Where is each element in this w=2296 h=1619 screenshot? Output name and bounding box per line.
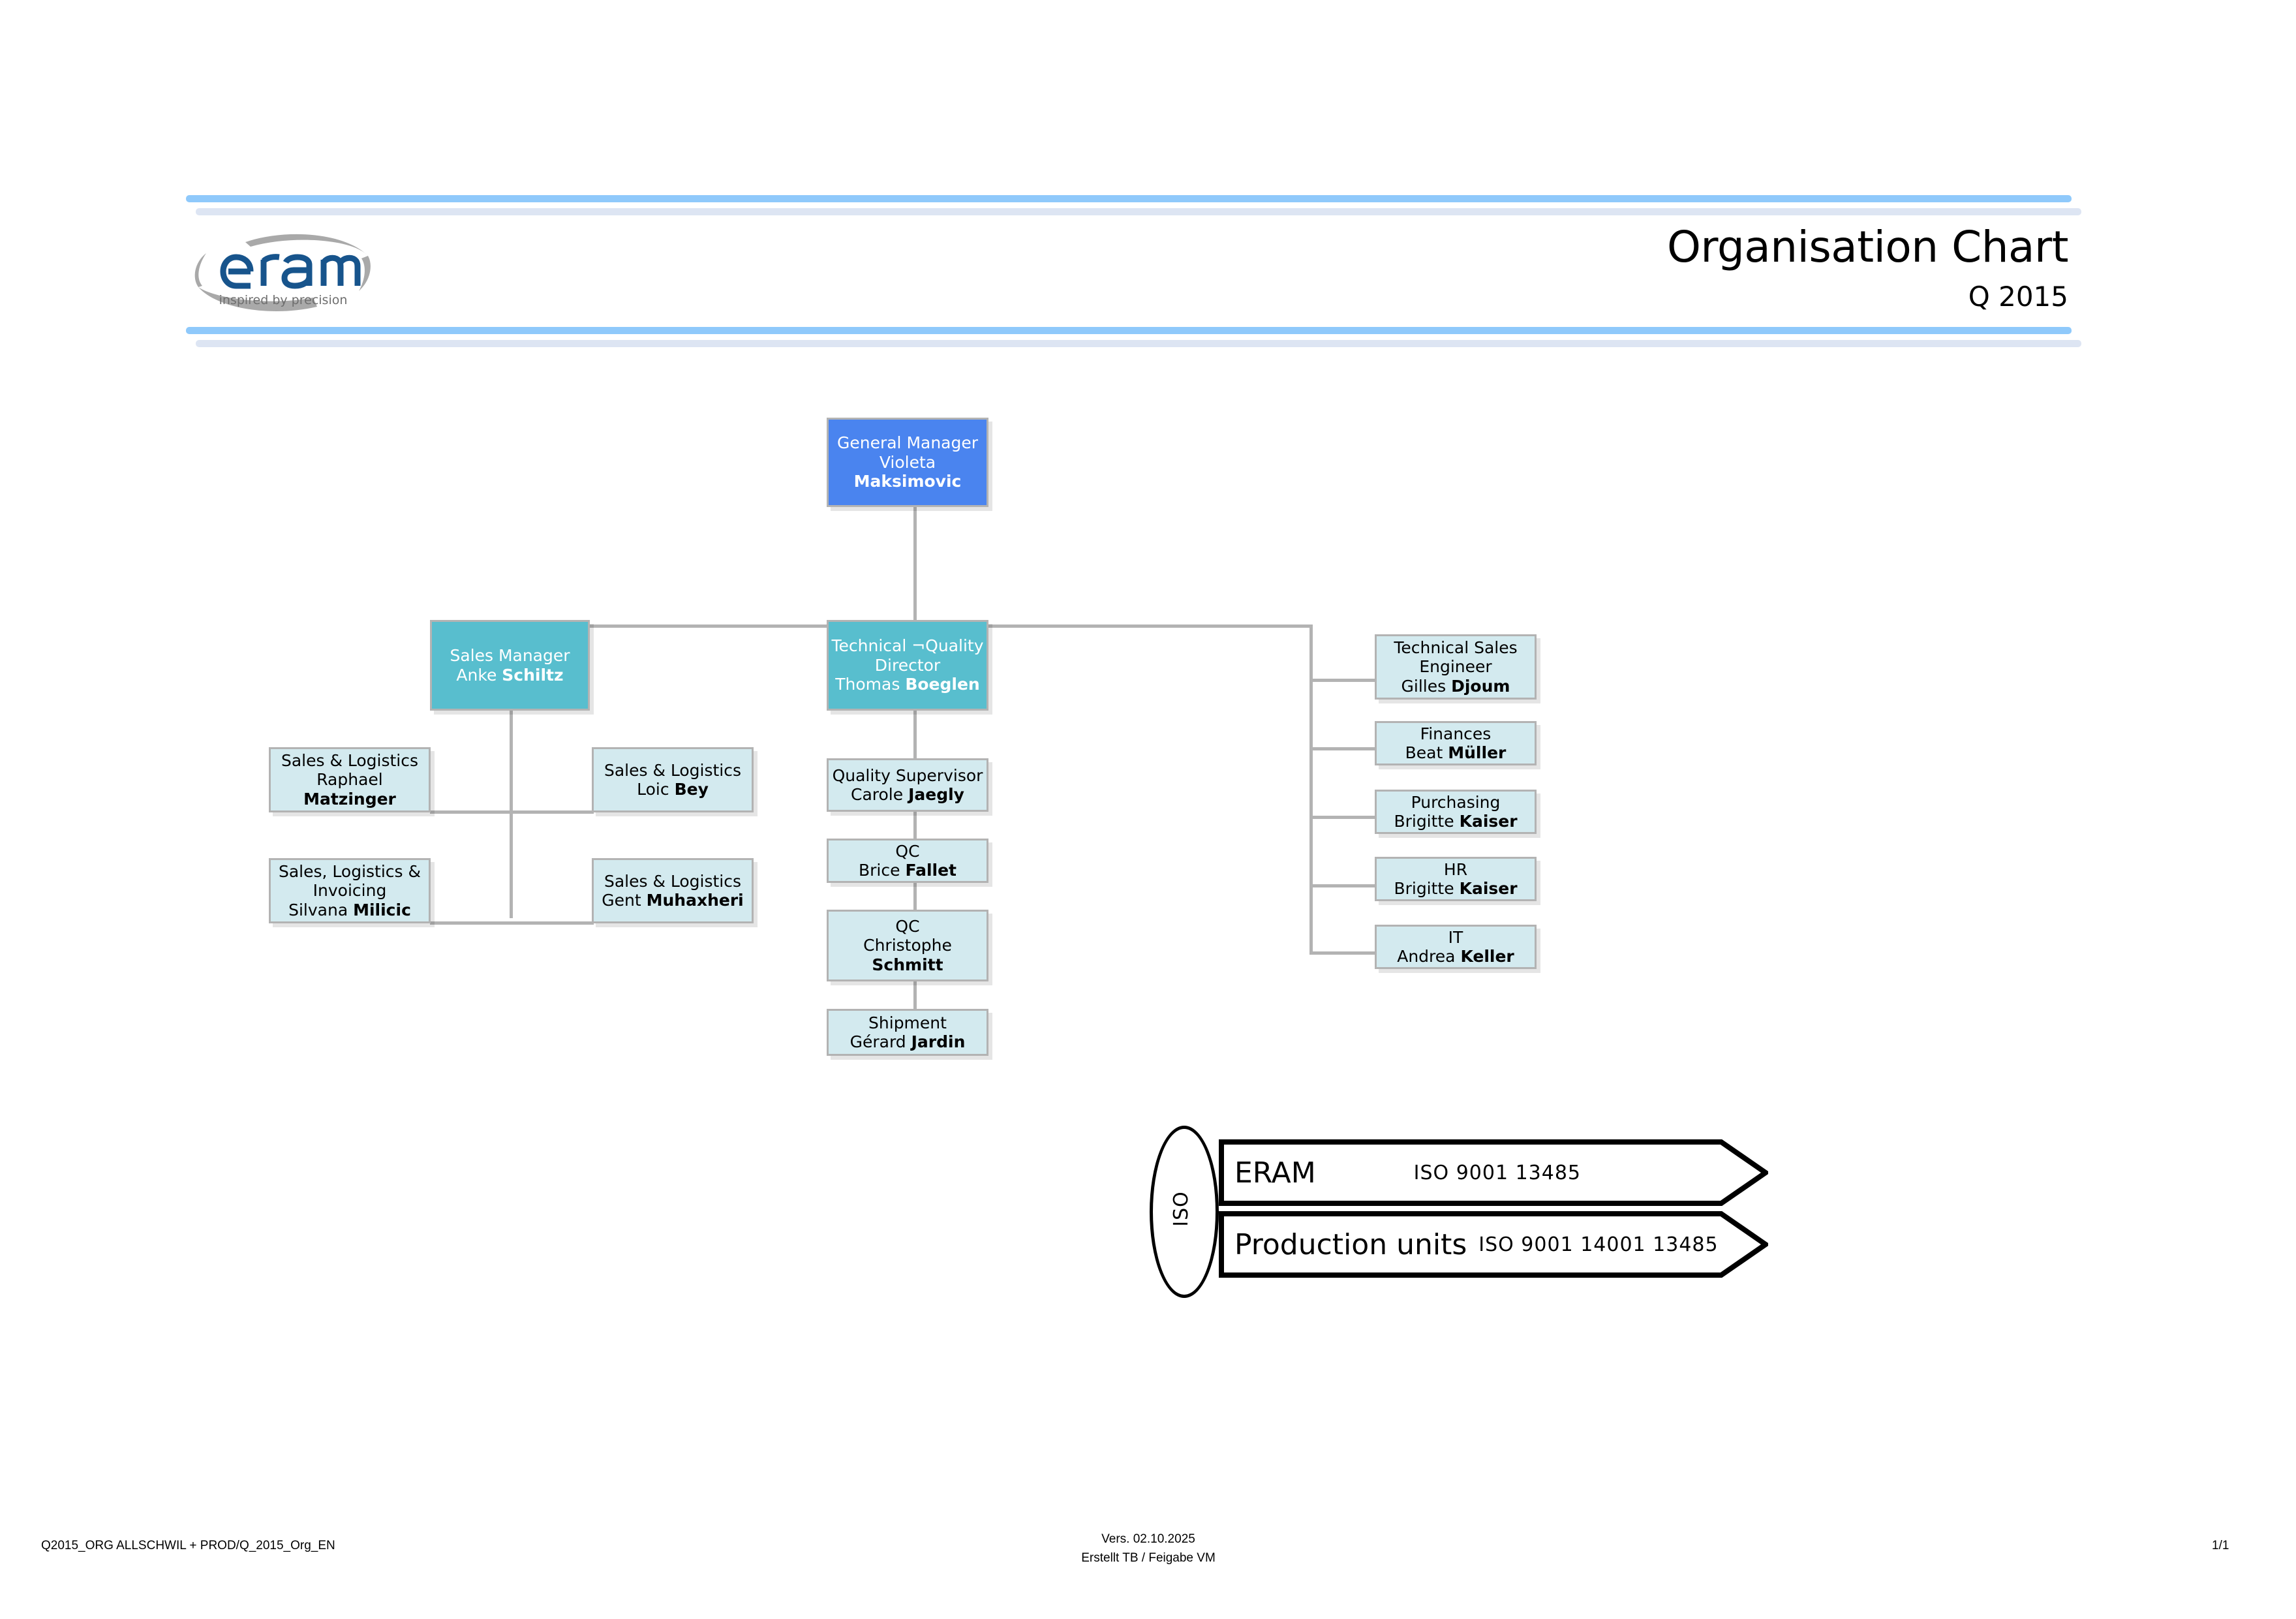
- node-role: Quality Supervisor: [832, 765, 983, 785]
- node-name: Brice Fallet: [859, 861, 957, 880]
- node-it[interactable]: IT Andrea Keller: [1375, 925, 1537, 969]
- node-role: Sales & Logistics: [281, 750, 419, 770]
- connector-gm-stem: [913, 507, 917, 626]
- node-name: Beat Müller: [1405, 743, 1507, 762]
- eram-logo: inspired by precision: [188, 227, 375, 313]
- node-name: Gent Muhaxheri: [602, 891, 744, 910]
- page-title: Organisation Chart: [1666, 222, 2069, 272]
- node-name: Gilles Djoum: [1401, 676, 1510, 696]
- node-technical-sales-engineer[interactable]: Technical Sales Engineer Gilles Djoum: [1375, 634, 1537, 700]
- connector-stub-purchasing: [1309, 816, 1375, 819]
- header-rule-pale-top: [196, 208, 2081, 215]
- node-role: HR: [1443, 859, 1468, 879]
- node-first-name: Violeta: [879, 452, 936, 472]
- footer-page-number: 1/1: [2212, 1539, 2229, 1552]
- node-role-line1: Sales, Logistics &: [278, 861, 421, 881]
- node-role: IT: [1448, 927, 1463, 947]
- node-name: Carole Jaegly: [851, 785, 964, 804]
- node-role: QC: [895, 841, 920, 861]
- iso-label: ISO: [1169, 1190, 1193, 1227]
- node-general-manager[interactable]: General Manager Violeta Maksimovic: [827, 418, 988, 507]
- connector-sales-row2: [430, 921, 594, 925]
- footer-document-id: Q2015_ORG ALLSCHWIL + PROD/Q_2015_Org_EN: [41, 1539, 335, 1552]
- connector-sales-row1: [430, 810, 594, 814]
- node-first-name: Raphael: [316, 770, 383, 790]
- node-role: Sales & Logistics: [604, 760, 742, 780]
- node-qc-schmitt[interactable]: QC Christophe Schmitt: [827, 910, 988, 981]
- iso-band-production-units[interactable]: Production units ISO 9001 14001 13485: [1219, 1211, 1768, 1278]
- node-sales-logistics-muhaxheri[interactable]: Sales & Logistics Gent Muhaxheri: [592, 858, 754, 923]
- node-last-name: Matzinger: [303, 789, 396, 809]
- node-purchasing[interactable]: Purchasing Brigitte Kaiser: [1375, 790, 1537, 834]
- connector-stub-hr: [1309, 884, 1375, 887]
- connector-quality-to-qc1: [913, 810, 917, 839]
- connector-stub-finances: [1309, 747, 1375, 750]
- node-role: Finances: [1420, 724, 1492, 743]
- footer-authors: Erstellt TB / Feigabe VM: [1081, 1550, 1216, 1565]
- node-qc-fallet[interactable]: QC Brice Fallet: [827, 839, 988, 883]
- node-role-line1: Technical ¬Quality: [831, 636, 984, 656]
- node-role-line2: Invoicing: [313, 881, 387, 901]
- node-last-name: Maksimovic: [853, 472, 962, 491]
- node-name: Silvana Milicic: [288, 900, 411, 919]
- node-sales-manager[interactable]: Sales Manager Anke Schiltz: [430, 620, 590, 711]
- node-technical-quality-director[interactable]: Technical ¬Quality Director Thomas Boegl…: [827, 620, 988, 711]
- header-rule-pale-bottom: [196, 340, 2081, 347]
- node-first-name: Christophe: [863, 936, 952, 955]
- node-role-line2: Director: [874, 655, 941, 675]
- node-name: Andrea Keller: [1397, 947, 1514, 966]
- header-rule-blue-bottom: [186, 327, 2072, 334]
- connector-qc1-to-qc2: [913, 882, 917, 910]
- connector-quality-stem: [913, 711, 917, 760]
- connector-stub-it: [1309, 951, 1375, 955]
- node-hr[interactable]: HR Brigitte Kaiser: [1375, 857, 1537, 901]
- node-role: Sales & Logistics: [604, 871, 742, 891]
- node-sales-logistics-invoicing-milicic[interactable]: Sales, Logistics & Invoicing Silvana Mil…: [269, 858, 431, 923]
- node-role: Shipment: [868, 1013, 947, 1032]
- connector-right-spine: [1309, 624, 1313, 953]
- node-role: QC: [895, 916, 920, 936]
- iso-band-eram[interactable]: ERAM ISO 9001 13485: [1219, 1139, 1768, 1206]
- node-name: Loic Bey: [637, 780, 709, 799]
- footer-version-block: Vers. 02.10.2025 Erstellt TB / Feigabe V…: [953, 1530, 1344, 1567]
- connector-sales-spine: [510, 711, 513, 918]
- node-last-name: Schmitt: [872, 955, 943, 974]
- node-name: Anke Schiltz: [456, 665, 564, 685]
- connector-qc2-to-shipment: [913, 981, 917, 1010]
- node-shipment-jardin[interactable]: Shipment Gérard Jardin: [827, 1009, 988, 1056]
- node-name: Brigitte Kaiser: [1394, 879, 1518, 898]
- node-name: Brigitte Kaiser: [1394, 812, 1518, 831]
- node-role: General Manager: [836, 433, 979, 453]
- node-name: Gérard Jardin: [850, 1032, 966, 1051]
- node-finances[interactable]: Finances Beat Müller: [1375, 721, 1537, 765]
- node-sales-logistics-bey[interactable]: Sales & Logistics Loic Bey: [592, 747, 754, 812]
- node-role-line1: Technical Sales: [1394, 638, 1518, 657]
- node-role: Purchasing: [1411, 792, 1501, 812]
- node-role: Sales Manager: [450, 646, 570, 665]
- node-sales-logistics-matzinger[interactable]: Sales & Logistics Raphael Matzinger: [269, 747, 431, 812]
- node-role-line2: Engineer: [1419, 657, 1492, 677]
- page-subtitle: Q 2015: [1968, 281, 2068, 313]
- node-quality-supervisor[interactable]: Quality Supervisor Carole Jaegly: [827, 758, 988, 812]
- connector-stub-technical-sales-engineer: [1309, 679, 1375, 682]
- logo-tagline: inspired by precision: [219, 293, 348, 307]
- node-name: Thomas Boeglen: [835, 675, 980, 694]
- header-rule-blue-top: [186, 195, 2072, 202]
- footer-version: Vers. 02.10.2025: [1101, 1532, 1195, 1546]
- iso-ellipse: [1150, 1126, 1219, 1298]
